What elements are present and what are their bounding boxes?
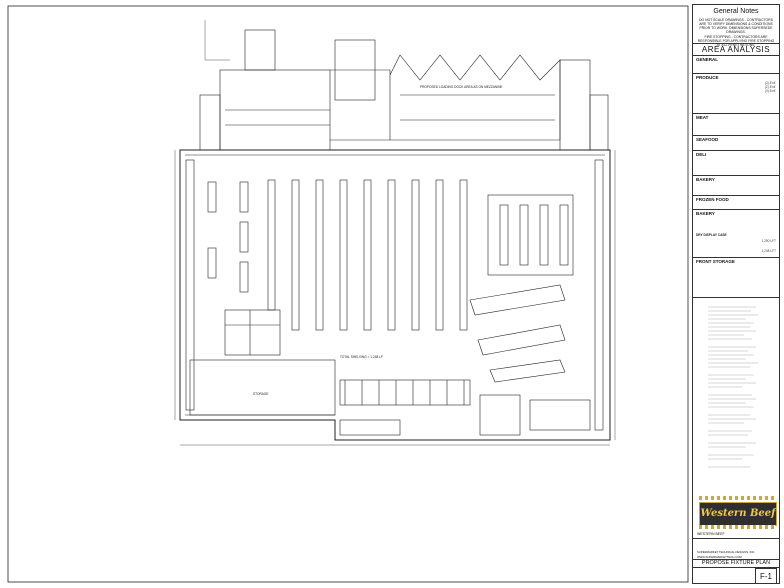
- section-bakery-2: BAKERY: [696, 211, 715, 216]
- general-notes-line-2: FIRE STOPPING - CONTRACTORS ARE RESPONSI…: [697, 35, 775, 47]
- section-seafood: SEAFOOD: [696, 137, 719, 142]
- general-notes-title: General Notes: [713, 8, 759, 15]
- storage-label: STORAGE: [253, 392, 269, 396]
- section-front-storage: FRONT STORAGE: [696, 259, 735, 264]
- logo-text: Western Beef: [700, 508, 776, 519]
- receiving-label: PROPOSED LOADING DOCK AREA AS ON MEZZANI…: [420, 85, 503, 89]
- revision-notes-lines: [708, 306, 758, 468]
- produce-value-3: (3) 8'x4': [764, 89, 776, 93]
- fixture-floor-plan: STORAGE TOTAL SHELVING = 1,248 LF PROPOS…: [7, 5, 689, 583]
- total-shelving-label: TOTAL SHELVING = 1,248 LF: [340, 355, 383, 359]
- general-notes-line-1: DO NOT SCALE DRAWINGS - CONTRACTORS ARE …: [699, 18, 773, 34]
- firm-website: WWW.SUPERMARKETTECH.COM: [697, 555, 742, 559]
- section-frozen-food: FROZEN FOOD: [696, 197, 729, 202]
- area-analysis-title: AREA ANALYSIS: [701, 45, 771, 54]
- section-meat: MEAT: [696, 115, 709, 120]
- bakery-row-value-1: 1,290 LFT: [761, 239, 776, 243]
- bakery-row-display-case: DRY DISPLAY CASE: [696, 233, 727, 237]
- project-title: PROPOSE FIXTURE PLAN: [701, 560, 771, 566]
- section-bakery: BAKERY: [696, 177, 715, 182]
- produce-value-2: (2) 8'x4': [764, 85, 776, 89]
- produce-value-1: (3) 8'x4': [764, 81, 776, 85]
- logo-border-top: [699, 496, 775, 500]
- firm-name: SUPERMARKET TECHNICAL DESIGNS, INC.: [697, 550, 756, 554]
- logo-border-bottom: [699, 525, 775, 529]
- revision-notes: [696, 303, 776, 495]
- bakery-row-value-2: 1,248 LFT: [761, 249, 776, 253]
- client-name: WESTERN BEEF: [697, 532, 725, 536]
- company-logo: Western Beef: [699, 502, 777, 526]
- sheet-number: F-1: [755, 568, 777, 584]
- section-produce: PRODUCE: [696, 75, 719, 80]
- section-deli: DELI: [696, 152, 707, 157]
- section-general: GENERAL: [696, 57, 719, 62]
- title-block: General Notes DO NOT SCALE DRAWINGS - CO…: [692, 4, 780, 584]
